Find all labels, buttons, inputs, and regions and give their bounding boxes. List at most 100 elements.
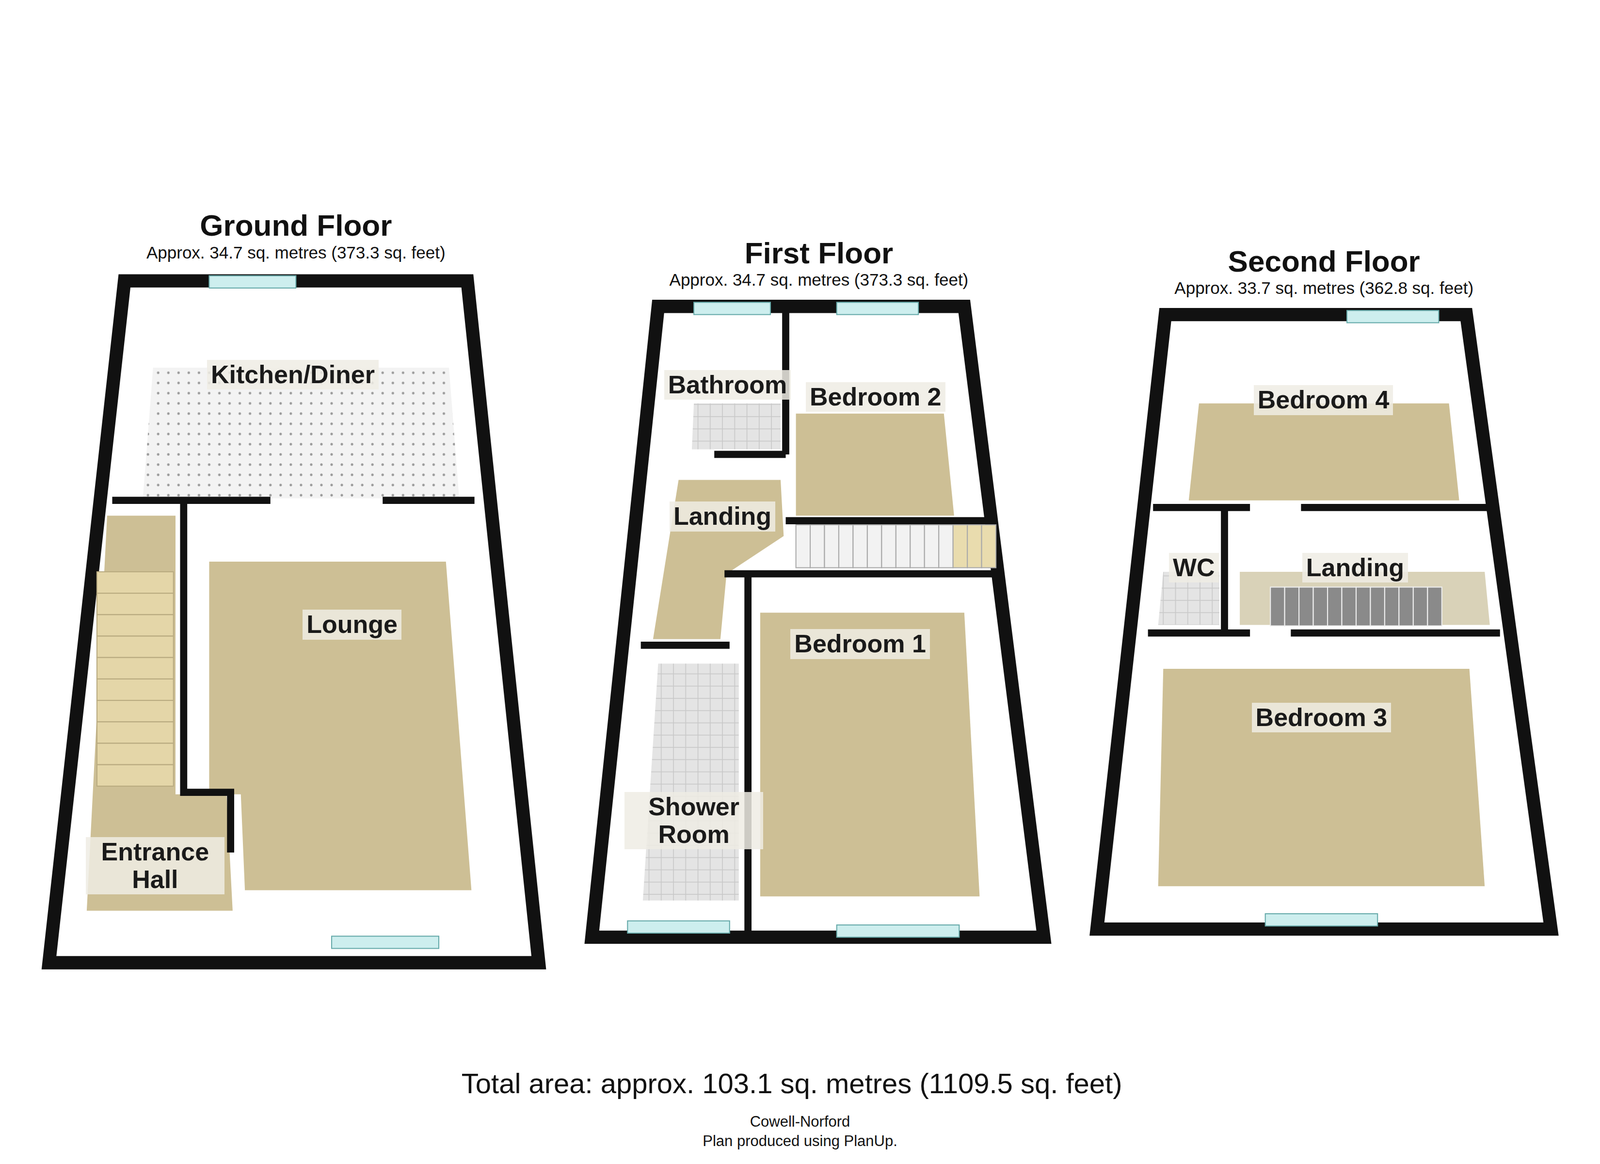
room: Bedroom 1	[787, 626, 933, 661]
window	[208, 275, 296, 288]
stair-step	[1313, 587, 1328, 626]
floor-area: Approx. 33.7 sq. metres (362.8 sq. feet)	[1174, 277, 1474, 299]
room-floor	[760, 612, 980, 896]
stair-step	[1356, 587, 1371, 626]
room: Entrance Hall	[82, 834, 228, 896]
stair-step	[938, 524, 953, 568]
room-floor	[1158, 668, 1485, 886]
floor-title: Second Floor	[1228, 244, 1421, 278]
stair-step	[96, 700, 174, 722]
room-floor	[796, 413, 955, 516]
stair-step	[1370, 587, 1385, 626]
room: Bathroom	[661, 367, 795, 402]
room-floor	[642, 663, 739, 900]
window	[836, 924, 960, 937]
room-label: Landing	[1302, 552, 1408, 583]
room: Bedroom 3	[1248, 700, 1394, 735]
stair-step	[910, 524, 925, 568]
stair-step	[1327, 587, 1342, 626]
room: Landing	[666, 499, 779, 534]
floor-area: Approx. 34.7 sq. metres (373.3 sq. feet)	[146, 242, 446, 263]
room-floor	[691, 403, 781, 450]
inner-wall	[785, 516, 995, 525]
stair-step	[924, 524, 939, 568]
inner-wall	[112, 496, 271, 504]
credit-note: Plan produced using PlanUp.	[702, 1131, 898, 1150]
stair-step	[852, 524, 867, 568]
stair-step	[1270, 587, 1285, 626]
stair-step	[96, 764, 174, 786]
window	[1346, 310, 1439, 323]
stair-step	[981, 524, 996, 568]
stair-step	[838, 524, 853, 568]
outer-wall	[1096, 314, 1552, 929]
room: WC	[1166, 550, 1222, 585]
inner-wall	[714, 450, 786, 459]
room-floor	[208, 561, 472, 891]
stair-step	[1342, 587, 1357, 626]
outer-wall	[48, 280, 539, 963]
inner-wall	[1152, 503, 1250, 512]
floor-area: Approx. 34.7 sq. metres (373.3 sq. feet)	[669, 269, 969, 290]
inner-wall	[744, 573, 752, 931]
room-label: Kitchen/Diner	[207, 359, 379, 390]
stair-step	[96, 721, 174, 743]
stair-step	[1384, 587, 1399, 626]
stair-step	[1398, 587, 1413, 626]
inner-wall	[1300, 503, 1495, 512]
stair-step	[1284, 587, 1299, 626]
room-label: Shower Room	[624, 791, 764, 849]
window	[836, 302, 919, 315]
inner-wall	[1148, 629, 1250, 637]
floor-plan: Second FloorApprox. 33.7 sq. metres (362…	[1086, 244, 1562, 939]
stair-step	[96, 657, 174, 679]
room: Bedroom 4	[1250, 383, 1397, 417]
room-label: Bedroom 4	[1253, 384, 1394, 415]
inner-wall	[183, 500, 231, 853]
stair-step	[867, 524, 882, 568]
stair-step	[96, 614, 174, 636]
stair-step	[810, 524, 825, 568]
window	[1265, 913, 1378, 926]
room-label: Bedroom 2	[805, 382, 946, 412]
floor-plan: First FloorApprox. 34.7 sq. metres (373.…	[581, 236, 1057, 946]
room-label: WC	[1168, 552, 1219, 583]
stair-step	[796, 524, 811, 568]
staircase	[96, 524, 1442, 786]
inner-wall	[1290, 629, 1500, 637]
stair-step	[953, 524, 968, 568]
room: Lounge	[299, 607, 405, 642]
stair-step	[896, 524, 911, 568]
room-label: Landing	[669, 501, 776, 531]
room-label: Lounge	[302, 609, 402, 640]
stair-step	[824, 524, 839, 568]
stair-step	[96, 678, 174, 701]
stair-step	[1298, 587, 1313, 626]
room-label: Bedroom 3	[1251, 702, 1392, 733]
stair-step	[1427, 587, 1442, 626]
inner-wall	[640, 641, 730, 649]
room: Kitchen/Diner	[204, 357, 383, 392]
room: Bedroom 2	[802, 380, 949, 415]
stair-step	[96, 636, 174, 658]
stair-step	[967, 524, 982, 568]
floor-title: First Floor	[744, 236, 894, 270]
room: Shower Room	[621, 789, 767, 852]
stair-step	[96, 743, 174, 765]
room: Landing	[1298, 550, 1411, 585]
credit-note: Cowell-Norford	[750, 1112, 851, 1131]
stair-step	[1413, 587, 1428, 626]
room-label: Entrance Hall	[85, 836, 225, 895]
room-label: Bedroom 1	[790, 628, 930, 659]
inner-wall	[382, 496, 475, 504]
outer-wall	[592, 306, 1044, 938]
room-floor	[1188, 403, 1460, 501]
floor-title: Ground Floor	[199, 208, 392, 242]
floor-plan: Ground FloorApprox. 34.7 sq. metres (373…	[40, 208, 551, 975]
stair-step	[96, 571, 174, 593]
stair-step	[96, 592, 174, 615]
inner-wall	[724, 570, 995, 578]
window	[627, 920, 730, 933]
window	[693, 302, 771, 315]
